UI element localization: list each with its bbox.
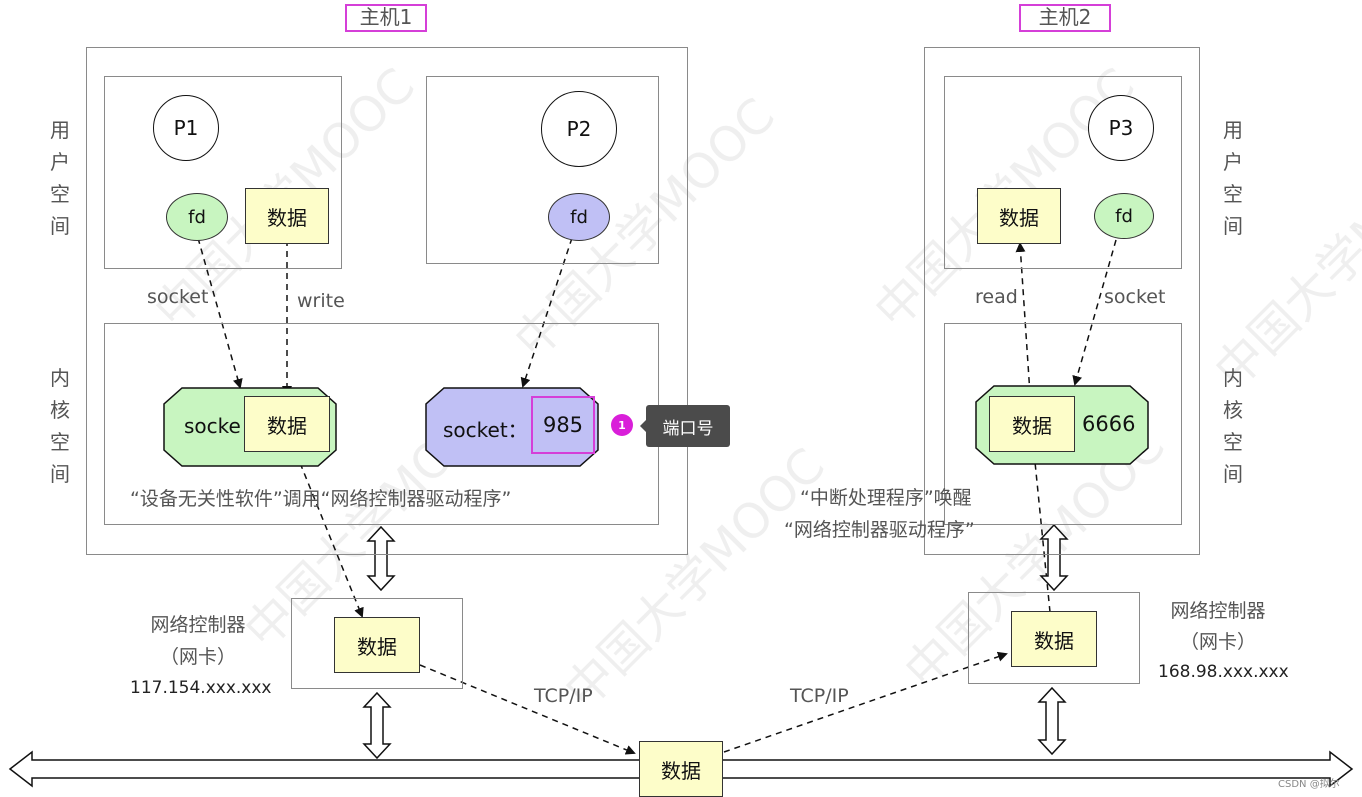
- host2-nic-title: 网络控制器: [1170, 600, 1266, 622]
- arrow-fd-to-socket: [197, 237, 243, 389]
- host1-frame: [86, 47, 688, 555]
- fd-p3: fd: [1094, 193, 1154, 239]
- host2-nic-data: 数据: [1011, 611, 1097, 667]
- tcp-label-right: TCP/IP: [790, 685, 849, 707]
- host1-user-space-label: 用户空间: [50, 118, 70, 238]
- arrow-socket-data-to-nic: [295, 452, 364, 618]
- interrupt-note-line2: “网络控制器驱动程序”: [784, 519, 975, 541]
- host1-kernel-space-label: 内核空间: [50, 366, 70, 486]
- credit-text: CSDN @拟尔: [1278, 779, 1340, 790]
- host1-nic-ip: 117.154.xxx.xxx: [130, 678, 272, 698]
- host1-bus-link-arrow: [362, 691, 392, 760]
- tooltip-pointer: [640, 419, 647, 433]
- socket1-data: 数据: [244, 396, 330, 452]
- socket3-data: 数据: [989, 396, 1075, 452]
- host2-nic-link-arrow: [1039, 523, 1069, 592]
- socket2-label: socket：: [443, 418, 528, 442]
- fd-p1: fd: [166, 193, 228, 241]
- arrow-fd2-to-socket2: [520, 237, 573, 388]
- arrow-nic2-to-socket: [1029, 450, 1051, 613]
- host2-kernel-space: [944, 323, 1182, 525]
- process-p3: P3: [1088, 95, 1154, 161]
- host1-user-space-p2: [426, 76, 659, 264]
- edge-label-read: read: [975, 286, 1018, 308]
- socket3-port: 6666: [1082, 412, 1136, 436]
- process-p2: P2: [541, 91, 617, 167]
- tcp-label-left: TCP/IP: [534, 685, 593, 707]
- annotation-badge[interactable]: 1: [611, 414, 633, 436]
- host1-user-space-p1: [104, 76, 342, 269]
- host2-bus-link-arrow: [1037, 686, 1067, 756]
- kernel-note-host1: “设备无关性软件”调用“网络控制器驱动程序”: [130, 488, 512, 510]
- interrupt-note-line1: “中断处理程序”唤醒: [800, 487, 972, 509]
- host1-nic-data: 数据: [334, 617, 420, 673]
- host1-nic-frame: [291, 598, 463, 689]
- host2-user-space: [944, 76, 1182, 269]
- edge-label-write: write: [297, 290, 345, 312]
- socket2-port: 985: [531, 396, 595, 454]
- edge-label-socket: socket: [147, 286, 209, 308]
- bus-data: 数据: [639, 741, 723, 797]
- host2-frame: [924, 47, 1200, 555]
- arrow-read: [1015, 242, 1031, 395]
- socket2-shape: [425, 387, 599, 467]
- arrow-nic1-to-bus: [419, 664, 636, 755]
- host1-title: 主机1: [345, 4, 427, 32]
- host2-user-space-label: 用户空间: [1223, 118, 1243, 238]
- host2-title: 主机2: [1019, 4, 1111, 32]
- fd-p2: fd: [548, 193, 610, 241]
- host2-nic-frame: [968, 592, 1140, 684]
- socket1-label: socke: [184, 414, 241, 438]
- process-p1: P1: [153, 95, 219, 161]
- user-data-p3: 数据: [977, 188, 1061, 244]
- arrow-bus-to-nic2: [723, 651, 1008, 753]
- arrow-fd3-to-socket: [1072, 239, 1117, 386]
- host1-nic-subtitle: （网卡）: [159, 646, 236, 668]
- host2-nic-subtitle: （网卡）: [1179, 631, 1256, 653]
- host2-kernel-space-label: 内核空间: [1223, 366, 1243, 486]
- host1-nic-title: 网络控制器: [150, 614, 246, 636]
- host1-nic-link-arrow: [366, 525, 396, 592]
- port-tooltip: 端口号: [646, 405, 730, 447]
- edge-label-socket-host2: socket: [1104, 286, 1166, 308]
- user-data-p1: 数据: [245, 188, 329, 244]
- host2-nic-ip: 168.98.xxx.xxx: [1158, 662, 1289, 682]
